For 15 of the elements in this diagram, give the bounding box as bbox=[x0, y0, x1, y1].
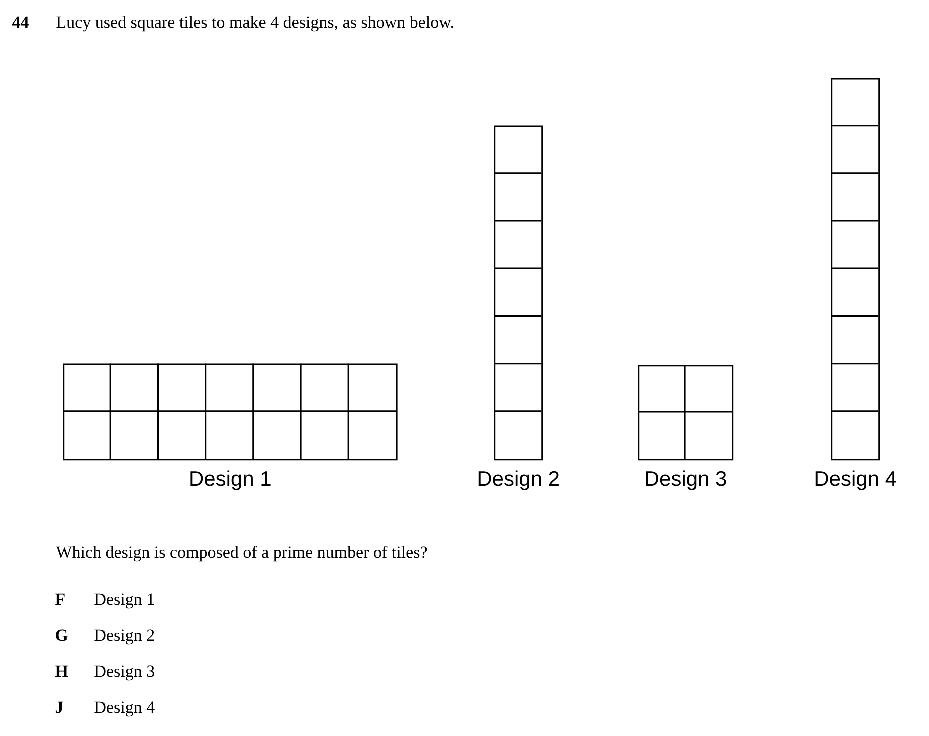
question-text: Which design is composed of a prime number of tiles? bbox=[56, 546, 428, 562]
design-label: Design 2 bbox=[478, 470, 559, 490]
design-label: Design 4 bbox=[816, 470, 896, 490]
design-label: Design 3 bbox=[646, 470, 726, 490]
choice-text: Design 1 bbox=[94, 594, 154, 609]
question-text: Lucy used square tiles to make 4 designs, as shown below. bbox=[56, 16, 454, 32]
choice-letter: G bbox=[56, 630, 68, 642]
choice-text: Design 2 bbox=[94, 630, 154, 645]
choice-letter: J bbox=[56, 702, 64, 714]
choice-text: Design 3 bbox=[94, 666, 154, 681]
choice-text: Design 4 bbox=[94, 702, 155, 717]
choice-letter: F bbox=[56, 594, 65, 605]
design-label: Design 1 bbox=[190, 470, 271, 490]
choice-letter: H bbox=[56, 666, 68, 677]
question-number: 44 bbox=[12, 16, 29, 28]
